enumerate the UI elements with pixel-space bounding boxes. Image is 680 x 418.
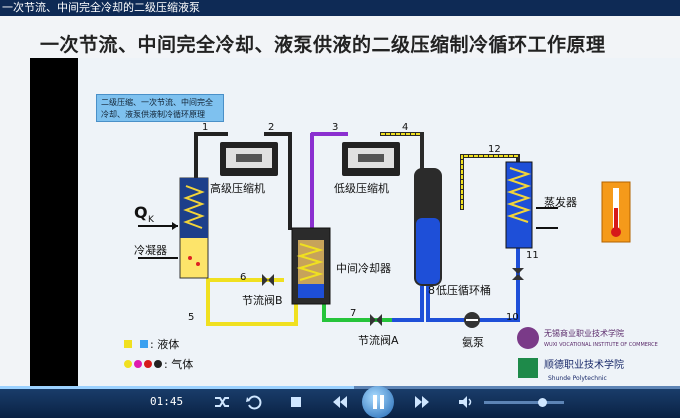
volume-slider[interactable] bbox=[484, 398, 564, 407]
evaporator-label: 蒸发器 bbox=[544, 195, 577, 209]
vessel-label: 低压循环桶 bbox=[436, 283, 491, 297]
window-titlebar: 一次节流、中间完全冷却的二级压缩液泵 bbox=[0, 0, 680, 16]
volume-knob[interactable] bbox=[538, 398, 547, 407]
thermometer-icon bbox=[601, 181, 631, 243]
pipe-4 bbox=[194, 132, 228, 152]
legend-liquid-label: : 液体 bbox=[150, 337, 179, 351]
qk-subscript: K bbox=[148, 215, 155, 225]
high-compressor: 高级压缩机 bbox=[210, 142, 278, 195]
condenser: Q K 冷凝器 bbox=[134, 177, 209, 279]
seek-bar[interactable] bbox=[0, 386, 680, 389]
low-compressor: 低级压缩机 bbox=[334, 142, 400, 195]
pipe-3 bbox=[264, 132, 292, 230]
intercooler: 中间冷却器 bbox=[291, 227, 391, 305]
point-6: 6 bbox=[240, 272, 246, 283]
qk-label: Q bbox=[134, 203, 148, 222]
pause-icon bbox=[373, 395, 384, 409]
vessel-number: 8 bbox=[428, 284, 435, 297]
point-7: 7 bbox=[350, 308, 356, 319]
point-2: 3 bbox=[332, 122, 338, 133]
ammonia-pump-label: 氨泵 bbox=[462, 336, 484, 349]
refrigeration-diagram: 二级压缩、一次节流、中间完全冷却、液泵供液制冷循环原理 bbox=[78, 58, 680, 386]
school2-name: 顺德职业技术学院 bbox=[544, 358, 624, 371]
window-title: 一次节流、中间完全冷却的二级压缩液泵 bbox=[2, 1, 200, 14]
pipe-1 bbox=[380, 132, 424, 180]
slide-title: 一次节流、中间完全冷却、液泵供液的二级压缩制冷循环工作原理 bbox=[40, 34, 606, 56]
shuffle-icon[interactable] bbox=[212, 392, 232, 412]
pipe-5 bbox=[206, 278, 298, 326]
point-11: 11 bbox=[526, 250, 539, 261]
pipe-7 bbox=[322, 302, 396, 322]
time-display: 01:45 bbox=[150, 395, 184, 408]
throttle-valve-a: 节流阀A bbox=[358, 314, 399, 347]
pipe-2 bbox=[310, 132, 348, 236]
evaporator-inlet-valve bbox=[512, 268, 524, 280]
low-compressor-label: 低级压缩机 bbox=[334, 181, 389, 195]
cycle-note: 二级压缩、一次节流、中间完全冷却、液泵供液制冷循环原理 bbox=[96, 94, 224, 122]
stop-icon[interactable] bbox=[286, 392, 306, 412]
pipe-12-flow bbox=[461, 155, 519, 209]
evaporator: 蒸发器 bbox=[505, 161, 577, 249]
ammonia-pump: 氨泵 bbox=[462, 312, 484, 349]
circuit-svg: 高级压缩机 低级压缩机 Q K 冷凝器 bbox=[124, 122, 658, 382]
high-compressor-label: 高级压缩机 bbox=[210, 181, 265, 195]
throttle-b-label: 节流阀B bbox=[242, 293, 283, 307]
pause-button[interactable] bbox=[362, 386, 394, 418]
throttle-a-label: 节流阀A bbox=[358, 333, 399, 347]
pipe-7-blue bbox=[392, 286, 424, 322]
point-4: 1 bbox=[202, 122, 208, 133]
seek-progress bbox=[0, 386, 354, 389]
point-10: 10 bbox=[506, 312, 519, 323]
point-1: 4 bbox=[402, 122, 408, 133]
point-5: 5 bbox=[188, 312, 194, 323]
repeat-icon[interactable] bbox=[244, 392, 264, 412]
school2-en: Shunde Polytechnic bbox=[548, 375, 607, 382]
media-controls: 01:45 bbox=[0, 386, 680, 418]
slide-stage: 一次节流、中间完全冷却、液泵供液的二级压缩制冷循环工作原理 二级压缩、一次节流、… bbox=[0, 16, 680, 386]
throttle-valve-b: 节流阀B bbox=[242, 274, 283, 307]
school1-en: WUXI VOCATIONAL INSTITUTE OF COMMERCE bbox=[544, 342, 658, 348]
intercooler-label: 中间冷却器 bbox=[336, 262, 391, 275]
point-3: 2 bbox=[268, 122, 274, 133]
school2-logo: 顺德职业技术学院 Shunde Polytechnic bbox=[518, 358, 624, 382]
previous-icon[interactable] bbox=[330, 392, 350, 412]
legend: : 液体 : 气体 bbox=[124, 337, 193, 371]
school1-logo: 无锡商业职业技术学院 WUXI VOCATIONAL INSTITUTE OF … bbox=[517, 327, 658, 349]
legend-gas-label: : 气体 bbox=[164, 357, 193, 371]
condenser-label: 冷凝器 bbox=[134, 243, 167, 257]
video-letterbox bbox=[30, 58, 78, 386]
next-icon[interactable] bbox=[412, 392, 432, 412]
volume-icon[interactable] bbox=[456, 392, 476, 412]
school1-name: 无锡商业职业技术学院 bbox=[544, 328, 624, 338]
point-12: 12 bbox=[488, 144, 501, 155]
low-pressure-vessel: 8 低压循环桶 bbox=[414, 168, 491, 297]
